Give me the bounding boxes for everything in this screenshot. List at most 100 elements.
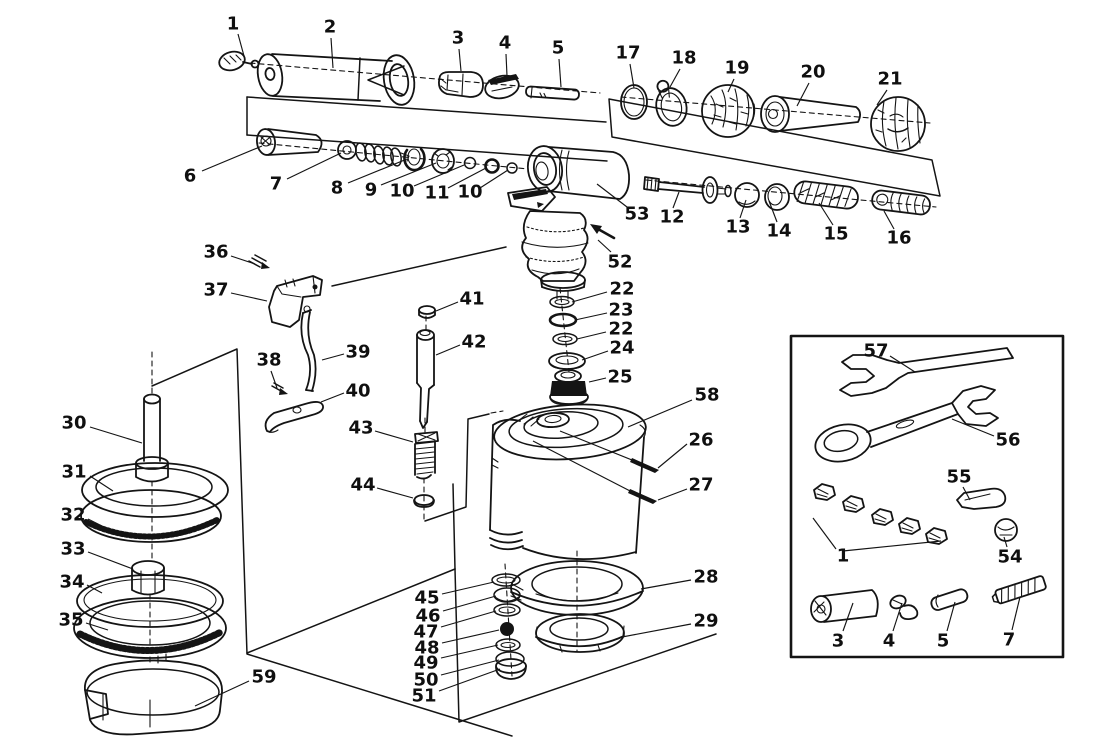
parts-8-11-rings xyxy=(403,147,518,174)
part-label-10-14: 10 xyxy=(389,181,414,202)
leader-line-41-39 xyxy=(435,301,459,312)
leader-line-13-19 xyxy=(739,199,747,219)
part-label-38-36: 38 xyxy=(256,350,281,371)
part-42-valve-stem xyxy=(416,329,435,429)
inset-5-pin xyxy=(930,588,969,611)
part-label-50-55: 50 xyxy=(413,670,438,691)
leader-line-3-62 xyxy=(842,602,854,632)
part-3-jaw-case xyxy=(438,71,484,98)
part-6-cylinder xyxy=(256,128,323,156)
extra-leader-line-2 xyxy=(532,440,635,494)
leader-line-33-46 xyxy=(87,551,134,570)
part-label-22-26: 22 xyxy=(608,319,633,340)
leader-line-37-35 xyxy=(230,292,268,302)
inset-55-pin-tool xyxy=(956,487,1007,510)
leader-line-14-20 xyxy=(768,200,778,223)
leader-line-49-54 xyxy=(440,644,499,659)
leader-line-3-2 xyxy=(458,48,462,72)
leader-line-54-60 xyxy=(1003,536,1008,548)
leader-line-32-45 xyxy=(87,518,109,530)
part-label-13-19: 13 xyxy=(725,217,750,238)
leader-line-19-7 xyxy=(727,78,735,93)
leader-line-48-53 xyxy=(441,629,500,644)
part-label-48-53: 48 xyxy=(414,638,439,659)
part-59-base-cup xyxy=(84,659,223,736)
part-26-needle xyxy=(630,458,659,473)
part-label-12-18: 12 xyxy=(659,207,684,228)
leader-line-56-58 xyxy=(951,418,995,437)
part-40-latch xyxy=(264,401,324,433)
part-label-39-37: 39 xyxy=(345,342,370,363)
part-16-spring xyxy=(871,189,931,216)
part-label-37-35: 37 xyxy=(203,280,228,301)
part-label-14-20: 14 xyxy=(766,221,791,242)
leader-line-52-23 xyxy=(597,239,612,253)
part-21-knob xyxy=(870,96,926,152)
leader-line-36-34 xyxy=(230,255,256,265)
part-label-24-27: 24 xyxy=(609,338,634,359)
leader-line-4-3 xyxy=(505,53,508,77)
part-35-diaphragm xyxy=(73,597,227,664)
inset-tools-box xyxy=(789,334,1065,659)
part-5-spindle xyxy=(525,85,580,101)
part-34-ring xyxy=(76,574,224,628)
part-18-retainer-ring xyxy=(655,79,688,127)
part-36-pin xyxy=(248,254,270,269)
part-30-piston-rod xyxy=(135,393,169,483)
part-7-valve-spring-set xyxy=(337,140,410,167)
leader-line-30-43 xyxy=(89,426,143,444)
leader-line-24-27 xyxy=(581,350,609,361)
leader-line-57-57 xyxy=(889,355,916,373)
inset-54-grommet xyxy=(994,518,1018,542)
part-29-ring-nut xyxy=(535,613,625,653)
part-label-20-8: 20 xyxy=(800,62,825,83)
part-39-lever xyxy=(300,305,317,392)
part-label-8-12: 8 xyxy=(331,178,344,199)
leader-line-8-12 xyxy=(347,158,408,184)
leader-line-50-55 xyxy=(440,659,500,676)
leader-line-4-63 xyxy=(892,602,903,632)
part-label-3-62: 3 xyxy=(832,631,845,652)
parts-45-51-seals xyxy=(491,573,527,680)
part-label-49-54: 49 xyxy=(413,653,438,674)
leader-line-51-56 xyxy=(438,668,501,692)
part-1-nosepiece-tip xyxy=(218,50,260,72)
inset-56-wrench xyxy=(814,385,999,463)
leader-line-39-37 xyxy=(321,353,345,361)
part-label-22-24: 22 xyxy=(609,279,634,300)
leader-line-26-30 xyxy=(657,443,688,469)
part-label-17-5: 17 xyxy=(615,43,640,64)
part-label-35-48: 35 xyxy=(58,610,83,631)
part-label-59-49: 59 xyxy=(251,667,276,688)
part-label-28-32: 28 xyxy=(693,567,718,588)
part-41-cap xyxy=(418,305,436,319)
leader-line-20-8 xyxy=(796,82,810,107)
leader-line-22-24 xyxy=(571,291,608,303)
leader-line-44-42 xyxy=(376,487,414,499)
leader-line-18-6 xyxy=(669,68,681,88)
part-label-30-43: 30 xyxy=(61,413,86,434)
leader-line-1-0 xyxy=(237,33,245,57)
leader-line-5-4 xyxy=(558,58,562,88)
part-label-15-21: 15 xyxy=(823,224,848,245)
part-label-57-57: 57 xyxy=(863,341,888,362)
part-label-56-58: 56 xyxy=(995,430,1020,451)
part-label-1-0: 1 xyxy=(227,14,240,35)
part-4-jaws xyxy=(484,74,520,100)
leader-line-1-61 xyxy=(812,517,837,550)
leader-line-10-16 xyxy=(479,169,509,189)
leader-line-58-29 xyxy=(627,399,693,428)
leader-line-40-38 xyxy=(320,392,345,403)
part-label-41-39: 41 xyxy=(459,289,484,310)
leader-line-16-22 xyxy=(883,210,895,230)
leader-line-12-18 xyxy=(672,191,680,209)
inset-3-cylinder xyxy=(810,589,879,623)
leader-line-6-10 xyxy=(201,145,263,172)
part-label-2-1: 2 xyxy=(324,17,337,38)
part-label-21-9: 21 xyxy=(877,69,902,90)
leader-line-31-44 xyxy=(89,475,114,492)
part-label-43-41: 43 xyxy=(348,418,373,439)
leader-line-22-26 xyxy=(576,331,607,340)
part-12-shaft xyxy=(643,176,732,204)
